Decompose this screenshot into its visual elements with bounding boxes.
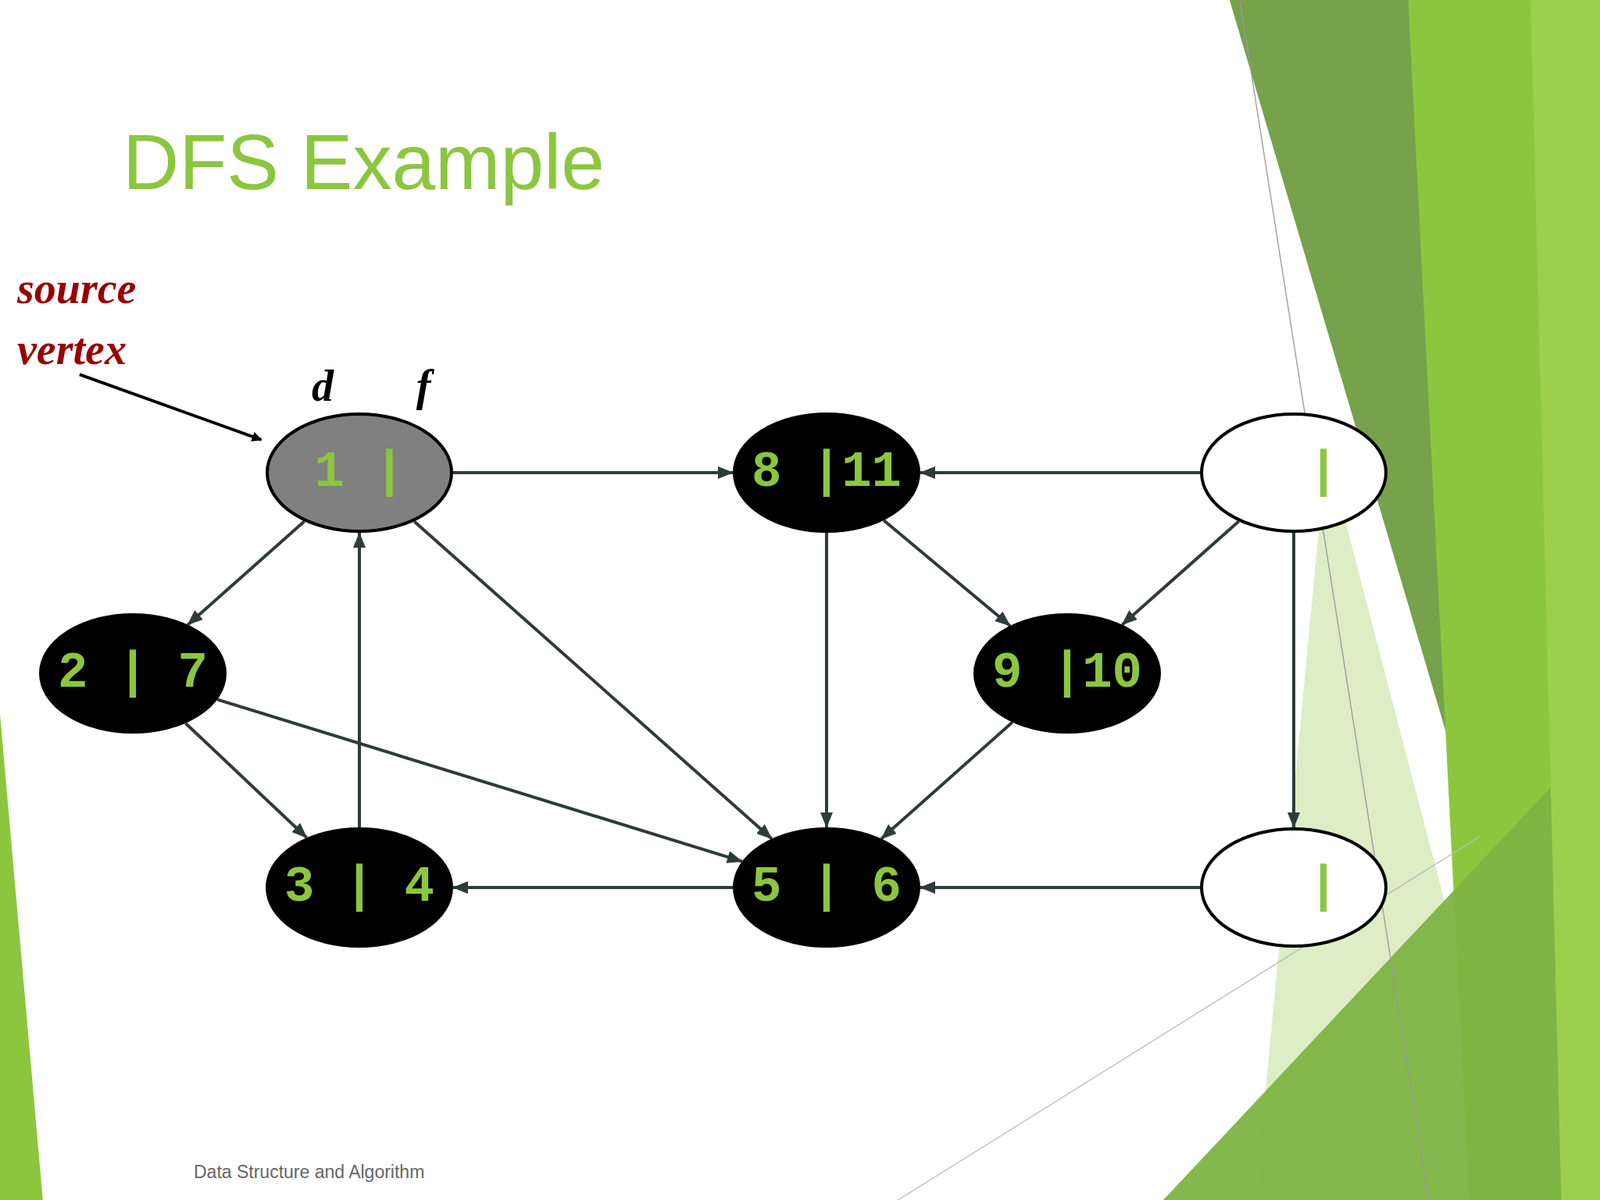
edge-arrow [883,520,1011,626]
slide-title: DFS Example [122,117,605,208]
graph-vertex: 2 | 7 [39,613,227,734]
green-band [0,714,43,1200]
column-label: f [416,360,432,411]
edge-arrow [414,521,772,839]
vertex-times: | [1308,859,1339,916]
graph-vertex: 1 | [265,412,454,533]
edge-arrow [920,471,1200,475]
graph-vertex: 8 |11 [732,412,921,533]
graph-vertex: | [1200,827,1388,948]
vertex-ellipse [734,828,919,947]
vertex-ellipse [40,614,225,733]
green-band [1163,734,1600,1200]
vertex-times: | [1308,444,1339,501]
edge-arrow [920,885,1200,890]
graph-vertex: 5 | 6 [732,827,921,948]
vertex-ellipse [1201,414,1386,532]
edge-arrow [187,521,304,625]
edge-arrow [453,885,733,890]
edge-arrow [1121,521,1239,625]
vertex-ellipse [734,414,919,532]
vertex-ellipse [267,414,452,532]
vertex-ellipse [975,614,1160,733]
graph-vertex: | [1200,412,1388,533]
graph-vertex: 9 |10 [973,613,1161,734]
green-band [1530,0,1600,1200]
vertex-times: 2 | 7 [57,645,208,702]
edge-arrow [185,723,307,839]
pointer-arrow [79,374,261,440]
footer-text: Data Structure and Algorithm [193,1161,425,1183]
edge-arrow [1292,532,1296,828]
vertex-times: 3 | 4 [284,859,435,916]
edge-arrow [217,699,743,861]
vertex-ellipse [1200,827,1388,948]
vertex-times: 8 |11 [751,444,902,501]
edge-arrow [453,471,733,475]
vertex-ellipse [1200,412,1388,533]
edge-arrow [357,532,361,828]
thin-line [897,836,1479,1200]
source-label: source vertex [17,257,205,380]
edge-arrow [825,532,829,828]
vertex-ellipse [267,828,452,947]
edge-arrow [881,721,1013,839]
vertex-times: 5 | 6 [751,859,902,916]
vertex-times: 1 | [314,444,404,501]
column-label: d [311,360,334,411]
graph-vertex: 3 | 4 [265,827,454,948]
vertex-ellipse [1201,828,1386,947]
vertex-times: 9 |10 [992,645,1143,702]
thin-line [1239,0,1429,1200]
